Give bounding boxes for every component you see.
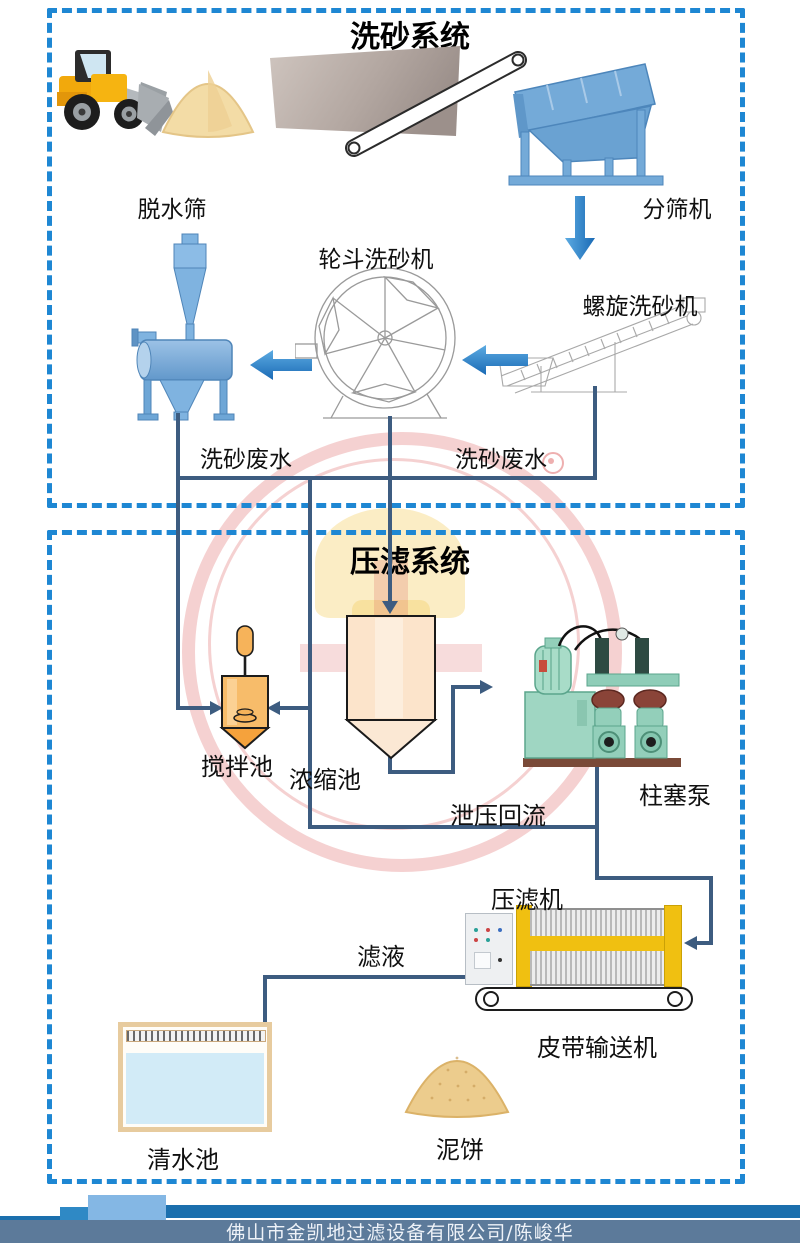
footer-bar-blue: [166, 1205, 800, 1218]
label-belt-conveyor: 皮带输送机: [537, 1034, 657, 1062]
footer-company-text: 佛山市金凯地过滤设备有限公司/陈峻华: [226, 1222, 574, 1243]
pipe-segment: [263, 975, 267, 1024]
footer-company-bar: 佛山市金凯地过滤设备有限公司/陈峻华: [0, 1220, 800, 1243]
label-clear-water-tank: 清水池: [147, 1146, 219, 1174]
pipe-collector: [176, 476, 597, 480]
pressing-section-title: 压滤系统: [350, 545, 470, 580]
label-spiral-washer: 螺旋洗砂机: [582, 294, 698, 320]
screening-machine-icon: [508, 63, 664, 186]
label-wastewater-right: 洗砂废水: [455, 447, 547, 473]
pipe-segment: [451, 685, 481, 689]
belt-conveyor-icon: [475, 985, 695, 1015]
clear-water-tank-icon: [118, 1022, 272, 1132]
section-box-washing: [47, 8, 745, 508]
pipe-segment: [593, 386, 597, 480]
pipe-segment: [388, 770, 455, 774]
label-relief-return: 泄压回流: [450, 802, 546, 830]
label-filter-press: 压滤机: [491, 886, 563, 914]
wheel-bucket-washer-icon: [295, 267, 456, 419]
footer-block-light: [88, 1195, 166, 1220]
label-wheel-washer: 轮斗洗砂机: [318, 247, 434, 273]
label-wastewater-left: 洗砂废水: [200, 447, 292, 473]
label-screening-machine: 分筛机: [642, 197, 712, 223]
pipe-segment: [595, 876, 713, 880]
pipe-segment: [176, 706, 210, 710]
feed-hopper-conveyor-icon: [270, 46, 527, 157]
pipe-segment: [388, 480, 392, 602]
pipe-segment: [697, 941, 713, 945]
filter-press-icon: [465, 903, 687, 987]
pipe-segment: [709, 876, 713, 945]
flow-arrowhead: [480, 680, 493, 694]
pipe-segment: [280, 706, 308, 710]
label-thickener: 浓缩池: [289, 766, 361, 794]
mud-cake-icon: [404, 1056, 510, 1118]
flow-arrowhead: [382, 601, 398, 614]
flow-arrowhead: [210, 701, 223, 715]
section-box-pressing: [47, 530, 745, 1184]
pipe-segment: [176, 413, 180, 480]
spiral-washer-icon: [498, 297, 706, 394]
footer-line-left: [0, 1216, 62, 1220]
label-mud-cake: 泥饼: [436, 1136, 484, 1164]
flow-arrow-left-spiral-to-wheel-icon: [462, 345, 528, 375]
label-dewatering-screen: 脱水筛: [137, 197, 207, 223]
plunger-pump-icon: [523, 625, 681, 767]
footer-block-medium: [60, 1207, 88, 1220]
pipe-relief-return: [310, 825, 599, 829]
mixing-tank-icon: [219, 625, 271, 750]
label-mixing-tank: 搅拌池: [201, 753, 273, 781]
pipe-segment: [388, 757, 392, 774]
pipe-segment: [451, 687, 455, 774]
pipe-segment: [176, 480, 180, 710]
pipe-segment: [595, 766, 599, 880]
pipe-segment: [308, 480, 312, 829]
pipe-filtrate: [265, 975, 470, 979]
wheel-loader-icon: [57, 50, 173, 136]
flow-arrowhead: [684, 936, 697, 950]
label-plunger-pump: 柱塞泵: [639, 782, 711, 810]
label-filtrate: 滤液: [357, 943, 405, 971]
flow-arrow-down-icon: [565, 196, 595, 260]
pipe-segment: [388, 416, 392, 480]
dewatering-screen-machine-icon: [131, 233, 235, 421]
sand-pile-icon: [161, 70, 255, 138]
thickener-icon: [344, 615, 438, 760]
flow-arrow-left-wheel-to-dewater-icon: [250, 350, 312, 380]
flow-arrowhead: [267, 701, 280, 715]
